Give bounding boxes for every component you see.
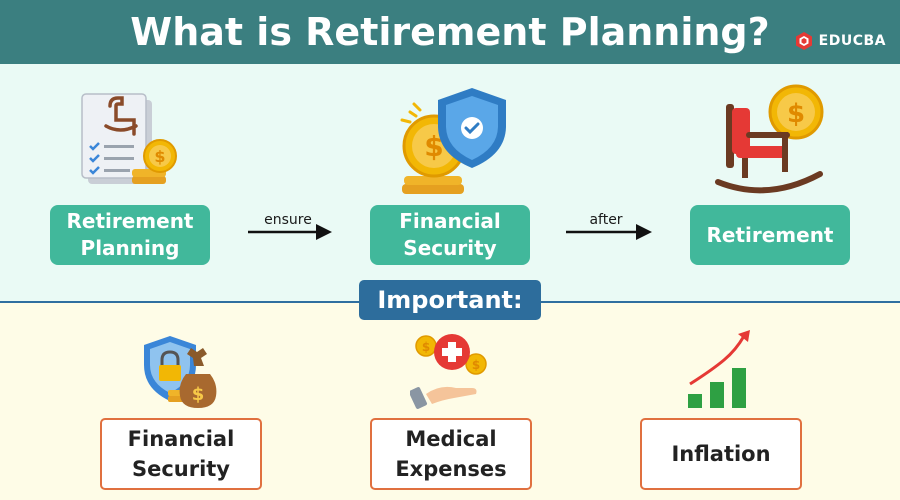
connector-label-after: after	[589, 212, 623, 228]
svg-text:$: $	[787, 99, 805, 129]
svg-text:$: $	[192, 384, 205, 405]
important-item-line1: Medical	[405, 427, 497, 451]
header-bar	[0, 0, 900, 64]
lock-shield-money-bag-icon: $	[144, 336, 217, 408]
flow-step-line1: Financial	[399, 209, 501, 233]
important-item-line2: Expenses	[395, 457, 507, 481]
rocking-chair-icon: $	[715, 84, 824, 194]
flow-step-line2: Planning	[80, 236, 180, 260]
rising-bar-chart-icon	[688, 330, 750, 408]
important-item-medical-expenses: Medical Expenses	[370, 418, 532, 490]
educba-logo-icon	[795, 32, 812, 50]
svg-text:$: $	[472, 358, 480, 372]
important-item-line1: Inflation	[671, 442, 771, 466]
important-badge: Important:	[359, 280, 541, 320]
brand-name: EDUCBA	[818, 33, 886, 49]
flow-step-retirement-planning: Retirement Planning	[50, 205, 210, 265]
arrow-right-icon	[566, 224, 652, 240]
retirement-plan-document-icon: $	[81, 93, 177, 184]
flow-step-retirement: Retirement	[690, 205, 850, 265]
arrow-right-icon	[248, 224, 332, 240]
medical-cost-hand-icon: $ $	[410, 334, 487, 409]
important-item-line1: Financial	[127, 427, 235, 451]
flow-step-line2: Security	[403, 236, 497, 260]
flow-step-line1: Retirement	[66, 209, 194, 233]
connector-label-ensure: ensure	[264, 212, 312, 228]
svg-text:$: $	[422, 340, 430, 354]
brand: EDUCBA	[794, 30, 886, 52]
page-title: What is Retirement Planning?	[130, 10, 770, 54]
svg-text:$: $	[154, 147, 165, 166]
svg-text:$: $	[424, 130, 443, 163]
flow-step-line1: Retirement	[706, 222, 834, 247]
important-item-inflation: Inflation	[640, 418, 802, 490]
coin-shield-icon: $	[400, 88, 506, 194]
important-item-financial-security: Financial Security	[100, 418, 262, 490]
flow-step-financial-security: Financial Security	[370, 205, 530, 265]
important-item-line2: Security	[131, 457, 231, 481]
